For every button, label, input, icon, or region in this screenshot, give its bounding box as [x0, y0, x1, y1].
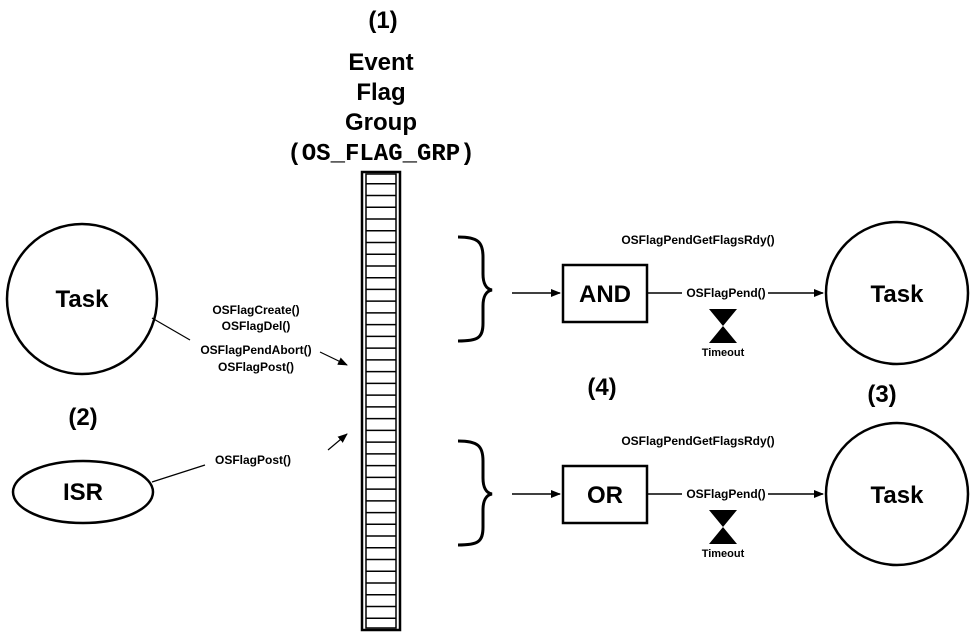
task-number: (3) — [867, 381, 896, 408]
flag-group-column — [360, 170, 402, 632]
bottom-brace — [457, 439, 493, 547]
flag-group-title-flag: Flag — [356, 79, 405, 106]
call-flag-post-isr: OSFlagPost() — [215, 453, 291, 467]
top-flag-pend: OSFlagPend() — [686, 286, 765, 300]
call-flag-del: OSFlagDel() — [222, 319, 291, 333]
top-brace — [457, 235, 493, 343]
and-gate-label: AND — [579, 281, 631, 308]
flag-group-title-group: Group — [345, 109, 417, 136]
top-timeout-hourglass-icon — [709, 309, 737, 343]
top-get-flags-rdy: OSFlagPendGetFlagsRdy() — [621, 233, 774, 247]
isr-number: (2) — [68, 404, 97, 431]
left-task-connector — [151, 317, 191, 341]
left-task-node — [5, 222, 159, 376]
bottom-task-node — [824, 421, 970, 567]
flag-group-type-name: (OS_FLAG_GRP) — [287, 141, 474, 168]
isr-to-group-arrow — [327, 433, 348, 451]
flag-column-outline — [360, 170, 402, 632]
isr-label: ISR — [63, 479, 103, 506]
top-task-label: Task — [871, 281, 925, 308]
bottom-timeout-label: Timeout — [702, 548, 745, 560]
call-flag-pend-abort: OSFlagPendAbort() — [200, 343, 311, 357]
bottom-timeout-hourglass-icon — [709, 510, 737, 544]
bottom-get-flags-rdy: OSFlagPendGetFlagsRdy() — [621, 434, 774, 448]
or-gate-label: OR — [587, 482, 623, 509]
left-task-label: Task — [56, 286, 110, 313]
logic-number: (4) — [587, 374, 616, 401]
flag-column-inner-outline — [365, 173, 397, 629]
flag-group-title-event: Event — [348, 49, 413, 76]
call-flag-post-task: OSFlagPost() — [218, 360, 294, 374]
bottom-flag-pend: OSFlagPend() — [686, 487, 765, 501]
isr-connector — [151, 464, 206, 483]
bottom-task-label: Task — [871, 482, 925, 509]
isr-node — [11, 459, 155, 525]
top-timeout-label: Timeout — [702, 347, 745, 359]
flag-group-number: (1) — [368, 7, 397, 34]
task-to-group-arrow — [319, 351, 348, 366]
top-task-node — [824, 220, 970, 366]
call-flag-create: OSFlagCreate() — [212, 303, 299, 317]
